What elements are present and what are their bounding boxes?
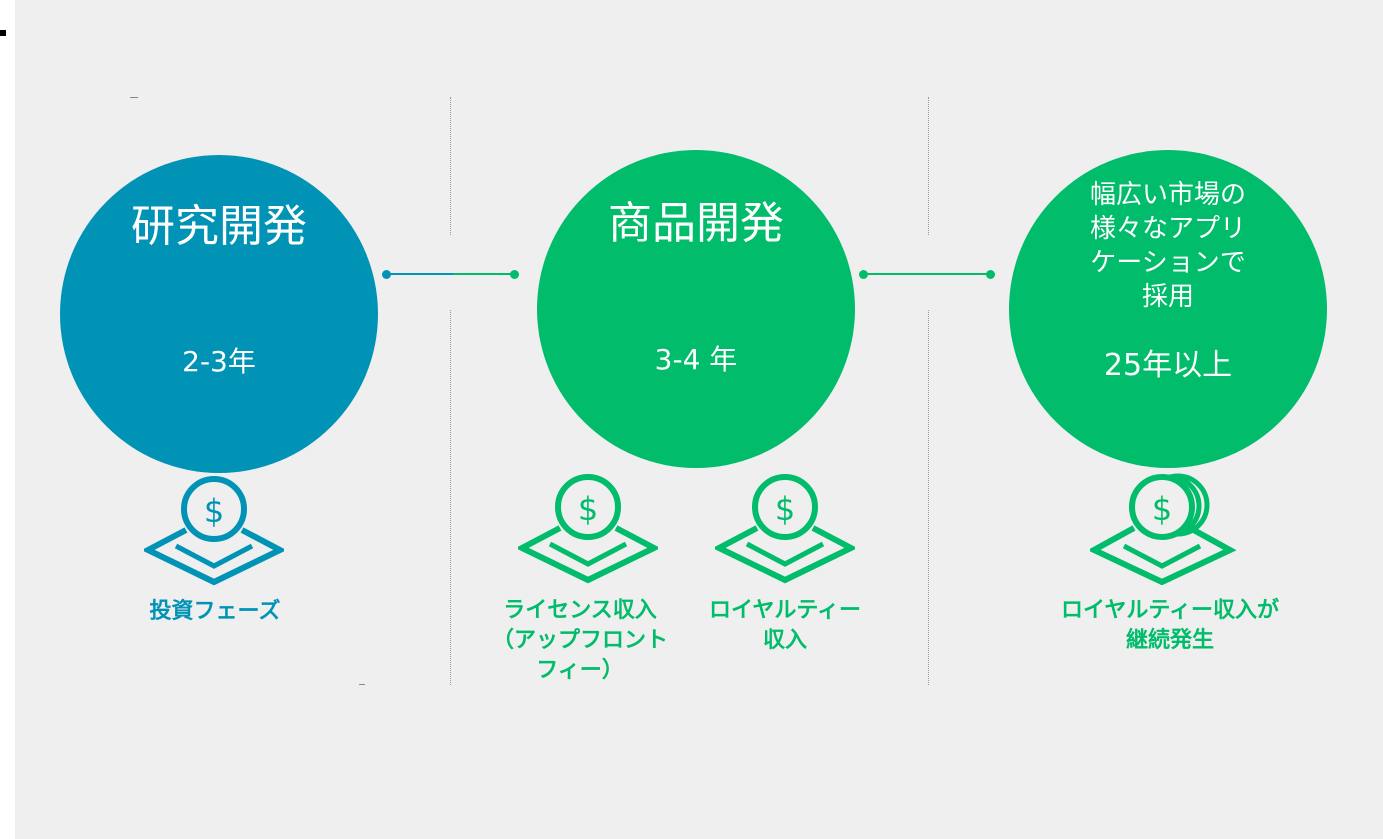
divider-1 (450, 97, 451, 235)
svg-text:$: $ (578, 490, 598, 528)
money-hand-icon: $ (715, 474, 855, 584)
stage-duration: 2-3年 (182, 345, 256, 378)
divider-1-lower (450, 310, 451, 685)
connector-1-blue (387, 273, 453, 275)
connector-1-green (453, 273, 515, 275)
tick-mark-top (130, 97, 138, 98)
stage-circle-market: 幅広い市場の 様々なアプリ ケーションで 採用 25年以上 (1009, 150, 1327, 468)
stage-duration: 3-4 年 (654, 343, 738, 376)
money-hand-icon: $ (518, 474, 658, 584)
stage-title: 研究開発 (131, 201, 307, 252)
label-royalty-income: ロイヤルティー 収入 (708, 598, 862, 653)
stage-circle-research: 研究開発 2-3年 (60, 155, 378, 473)
tick-mark-bottom (359, 684, 365, 685)
divider-2-lower (928, 310, 929, 685)
connector-2-end (986, 270, 995, 279)
divider-2 (928, 97, 929, 235)
svg-text:$: $ (1152, 490, 1172, 528)
connector-2-line (864, 273, 990, 275)
stage-title: 幅広い市場の 様々なアプリ ケーションで 採用 (1089, 180, 1246, 312)
stage-circle-product: 商品開発 3-4 年 (537, 150, 855, 468)
connector-1-start (382, 270, 391, 279)
label-investment-phase: 投資フェーズ (149, 599, 281, 624)
connector-2-start (859, 270, 868, 279)
connector-1-end (510, 270, 519, 279)
label-continuous-royalty: ロイヤルティー収入が 継続発生 (1060, 598, 1280, 653)
stage-title: 商品開発 (608, 198, 784, 249)
coin-stack-hand-icon: $ (1090, 473, 1237, 585)
edge-mark (0, 30, 6, 36)
money-hand-icon: $ (144, 476, 284, 586)
stage-duration: 25年以上 (1103, 348, 1233, 383)
label-license-income: ライセンス収入 （アップフロント フィー） (491, 598, 668, 683)
svg-text:$: $ (204, 492, 224, 530)
svg-text:$: $ (775, 490, 795, 528)
